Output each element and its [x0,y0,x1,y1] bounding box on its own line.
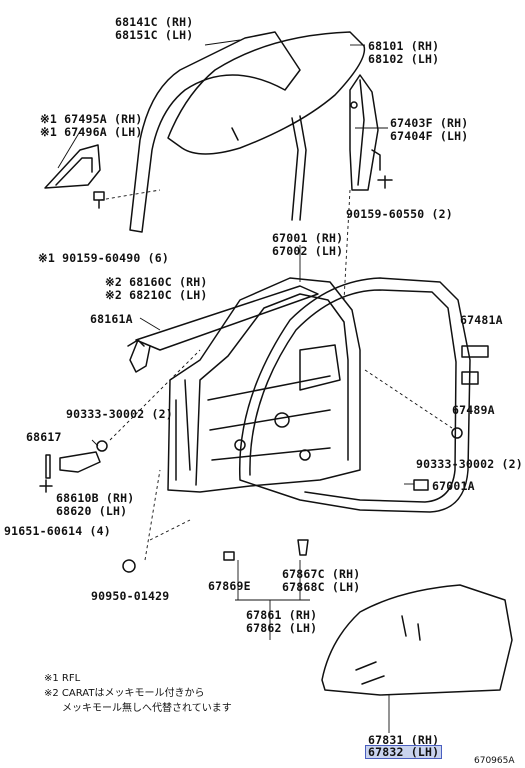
label-67867c: 67867C (RH) [282,567,361,581]
clip-67867c [297,539,309,556]
label-67495a: ※1 67495A (RH) [40,112,143,126]
label-67868c: 67868C (LH) [282,580,361,594]
check-bolt-68617 [45,454,51,479]
label-68141c: 68141C (RH) [115,15,194,29]
label-67002: 67002 (LH) [272,244,344,258]
figure-id: 670965A [474,756,515,766]
door-weatherstrip [238,277,471,513]
plug-67489a [461,371,479,385]
label-67861: 67861 (RH) [246,608,318,622]
label-68102: 68102 (LH) [368,52,440,66]
label-67831: 67831 (RH) [368,733,440,747]
hinge-68610b [59,451,101,473]
label-90159-60490: ※1 90159-60490 (6) [38,251,169,265]
label-68151c: 68151C (LH) [115,28,194,42]
hole-plug-left [96,440,108,452]
plug-90950 [122,559,136,573]
label-68620: 68620 (LH) [56,504,128,518]
door-panel [167,277,361,493]
service-hole-cover [321,584,513,696]
label-67481a: 67481A [460,313,503,327]
regulator-rail [349,74,379,191]
note-carat-line2: メッキモール無しへ代替されています [62,703,232,714]
clip-67001a [413,479,429,491]
clip-67869e [223,551,235,561]
center-glass-run [291,115,307,221]
window-run-channel [129,31,301,233]
bolt-90159-60550 [377,175,393,189]
plug-67481a [461,345,489,358]
label-67489a: 67489A [452,403,495,417]
label-90159-60550: 90159-60550 (2) [346,207,453,221]
label-90950: 90950-01429 [91,589,170,603]
label-68160c: ※2 68160C (RH) [105,275,208,289]
label-67403f: 67403F (RH) [390,116,469,130]
corner-piece [44,144,101,189]
label-67001: 67001 (RH) [272,231,344,245]
door-glass [167,31,366,155]
label-68617: 68617 [26,430,62,444]
label-67869e: 67869E [208,579,251,593]
label-68210c: ※2 68210C (LH) [105,288,208,302]
screw-90159-60490 [93,191,105,209]
label-90333-left: 90333-30002 (2) [66,407,173,421]
note-carat-line1: ※2 CARATはメッキモール付きから [44,688,205,699]
label-91651: 91651-60614 (4) [4,524,111,538]
hole-plug-right [451,427,463,439]
label-67862: 67862 (LH) [246,621,318,635]
label-68101: 68101 (RH) [368,39,440,53]
label-90333-right: 90333-30002 (2) [416,457,523,471]
label-67001a: 67001A [432,479,475,493]
label-67496a: ※1 67496A (LH) [40,125,143,139]
label-68161a: 68161A [90,312,133,326]
note-rfl: ※1 RFL [44,673,81,684]
label-68610b: 68610B (RH) [56,491,135,505]
label-67404f: 67404F (LH) [390,129,469,143]
belt-moulding [135,285,319,351]
belt-clip [127,339,145,347]
label-67832-highlighted[interactable]: 67832 (LH) [364,745,443,759]
